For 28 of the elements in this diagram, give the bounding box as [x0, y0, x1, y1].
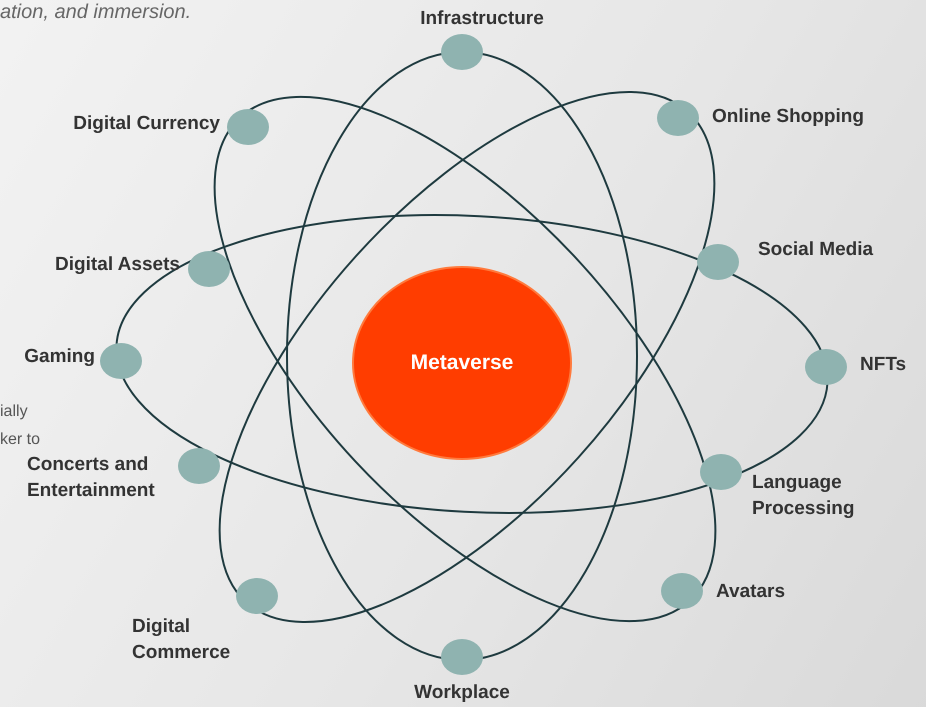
orbit-dot [227, 109, 269, 145]
topic-label: Infrastructure [419, 7, 545, 31]
topic-label: Online Shopping [712, 105, 865, 129]
center-label: Metaverse [410, 351, 514, 375]
topic-label: Concerts and Entertainment [27, 453, 156, 503]
topic-label: Gaming [23, 345, 95, 369]
topic-label: Language Processing [752, 471, 856, 521]
partial-text: ially [0, 402, 28, 422]
topic-label: Digital Currency [72, 112, 220, 136]
topic-label: Digital Commerce [132, 615, 232, 665]
orbit-dot [657, 100, 699, 136]
orbit-dot [661, 573, 703, 609]
orbit-dot [188, 251, 230, 287]
topic-label: NFTs [860, 353, 908, 377]
partial-text: ker to [0, 430, 40, 450]
topic-label: Social Media [758, 238, 874, 262]
orbit-dot [441, 639, 483, 675]
partial-heading: ation, and immersion. [0, 0, 192, 24]
orbit-dot [236, 578, 278, 614]
orbit-dot [441, 34, 483, 70]
orbit-dot [805, 349, 847, 385]
orbit-dot [700, 454, 742, 490]
orbit-dot [697, 244, 739, 280]
topic-label: Digital Assets [54, 253, 180, 277]
topic-label: Avatars [716, 580, 786, 604]
orbit-dot [100, 343, 142, 379]
orbit-dot [178, 448, 220, 484]
topic-label: Workplace [413, 681, 511, 705]
